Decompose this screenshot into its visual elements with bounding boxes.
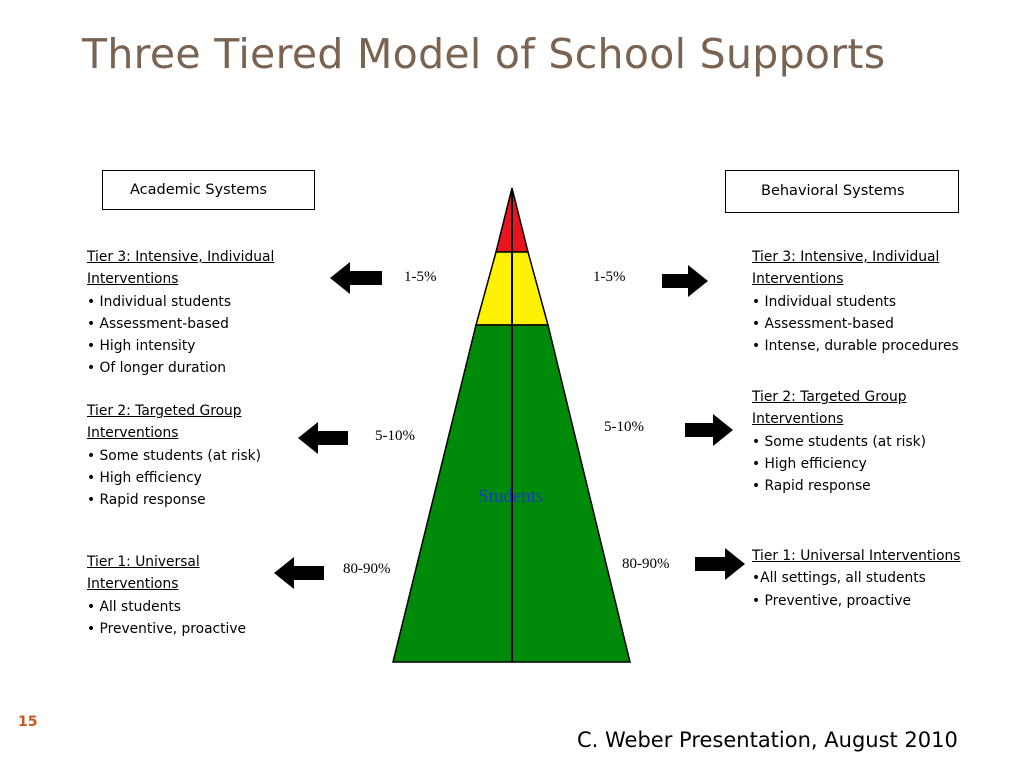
academic-tier2-percent: 5-10% [375,428,415,444]
arrow-left-icon [298,422,348,454]
academic-tier3-heading: Tier 3: Intensive, Individual [87,249,275,265]
slide-number: 15 [18,714,38,730]
behavioral-tier2-text: Tier 2: Targeted Group Interventions • S… [752,386,926,497]
list-item: • Individual students [87,293,232,310]
slide-title: Three Tiered Model of School Supports [82,30,886,78]
list-item: • All students [87,598,181,615]
arrow-left-icon [274,557,324,589]
behavioral-tier2-heading-cont: Interventions [752,411,844,428]
behavioral-systems-box: Behavioral Systems [725,170,959,213]
list-item: • Rapid response [87,492,206,509]
list-item: • Assessment-based [87,315,229,332]
list-item: • Some students (at risk) [87,447,262,464]
arrow-right-icon [662,265,708,297]
academic-tier2-text: Tier 2: Targeted Group Interventions • S… [87,400,261,511]
behavioral-tier3-text: Tier 3: Intensive, Individual Interventi… [752,246,959,357]
list-item: • Some students (at risk) [752,433,927,450]
presentation-credit: C. Weber Presentation, August 2010 [577,728,958,752]
academic-tier3-text: Tier 3: Intensive, Individual Interventi… [87,246,274,380]
list-item: • Assessment-based [752,315,894,332]
list-item: • Of longer duration [87,360,227,377]
academic-tier2-heading-cont: Interventions [87,425,179,442]
list-item: • High efficiency [87,469,202,486]
arrow-left-icon [330,262,382,294]
behavioral-tier1-percent: 80-90% [622,556,670,572]
list-item: • Intense, durable procedures [752,338,959,355]
academic-tier1-percent: 80-90% [343,561,391,577]
academic-tier1-text: Tier 1: Universal Interventions • All st… [87,551,246,640]
list-item: • High efficiency [752,455,867,472]
behavioral-tier2-percent: 5-10% [604,419,644,435]
academic-systems-box: Academic Systems [102,170,315,210]
list-item: • High intensity [87,338,196,355]
behavioral-tier2-heading: Tier 2: Targeted Group [752,389,907,405]
arrow-right-icon [685,414,733,446]
academic-tier3-heading-cont: Interventions [87,271,179,288]
academic-tier1-heading-cont: Interventions [87,576,179,593]
academic-tier3-percent: 1-5% [404,269,437,285]
list-item: • Rapid response [752,478,871,495]
list-item: • Preventive, proactive [87,620,247,637]
behavioral-tier1-heading: Tier 1: Universal Interventions [752,548,961,564]
arrow-right-icon [695,548,745,580]
behavioral-tier3-heading-cont: Interventions [752,271,844,288]
list-item: • Preventive, proactive [752,592,912,609]
behavioral-tier3-heading: Tier 3: Intensive, Individual [752,249,940,265]
list-item: •All settings, all students [752,570,926,587]
students-label: Students [478,486,544,507]
behavioral-tier3-percent: 1-5% [593,269,626,285]
academic-tier2-heading: Tier 2: Targeted Group [87,403,242,419]
behavioral-tier1-text: Tier 1: Universal Interventions •All set… [752,545,960,612]
academic-tier1-heading: Tier 1: Universal [87,554,200,570]
list-item: • Individual students [752,293,897,310]
